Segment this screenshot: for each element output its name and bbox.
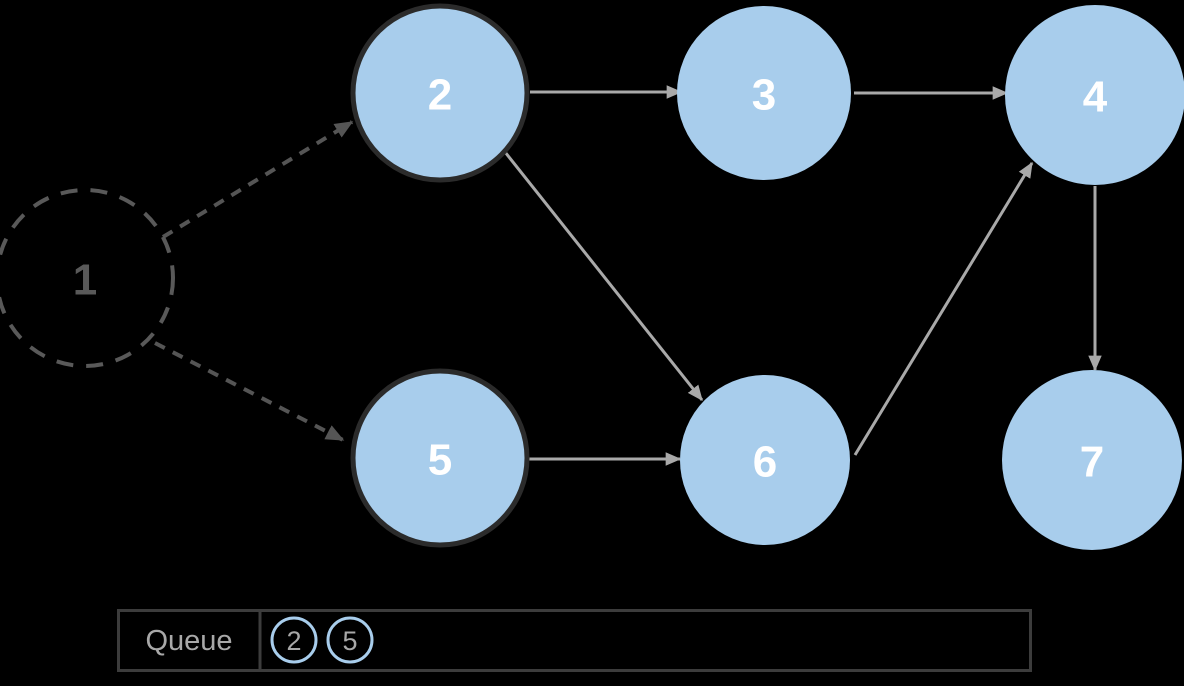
graph-node-3[interactable]: 3	[677, 6, 851, 180]
node-circle-6	[680, 375, 850, 545]
node-circle-1	[0, 188, 175, 368]
queue-item-2[interactable]: 2	[270, 616, 318, 664]
nodes-layer: 1 2 3 4 5 6 7	[0, 3, 1184, 550]
node-circle-5	[350, 368, 530, 548]
queue-chip-label: 5	[342, 626, 357, 656]
node-label-1: 1	[73, 256, 97, 305]
node-circle-7	[1002, 370, 1182, 550]
queue-item-5[interactable]: 5	[326, 616, 374, 664]
graph-node-7[interactable]: 7	[1002, 370, 1182, 550]
queue-chip-label: 2	[286, 626, 301, 656]
graph-node-2[interactable]: 2	[350, 3, 530, 183]
edge-1-to-2	[161, 120, 354, 239]
edge-6-to-4	[853, 161, 1034, 456]
graph-node-5[interactable]: 5	[350, 368, 530, 548]
edge-2-to-6	[503, 151, 704, 401]
node-circle-4	[1005, 5, 1184, 185]
graph-node-6[interactable]: 6	[680, 375, 850, 545]
queue-box	[117, 609, 1032, 672]
queue-panel: Queue 2 5	[117, 609, 1032, 672]
node-label-4: 4	[1083, 73, 1108, 122]
graph-node-1[interactable]: 1	[0, 188, 175, 368]
edge-1-to-5	[154, 341, 345, 442]
node-circle-3	[677, 6, 851, 180]
node-label-2: 2	[428, 71, 452, 120]
node-label-3: 3	[752, 71, 776, 120]
queue-label: Queue	[145, 625, 232, 657]
node-label-6: 6	[753, 438, 777, 487]
edges-layer	[154, 85, 1102, 466]
node-circle-2	[350, 3, 530, 183]
node-label-5: 5	[428, 436, 452, 485]
node-label-7: 7	[1080, 438, 1104, 487]
queue-chip-ring	[326, 616, 374, 664]
graph-node-4[interactable]: 4	[1005, 5, 1184, 185]
queue-chip-ring	[270, 616, 318, 664]
